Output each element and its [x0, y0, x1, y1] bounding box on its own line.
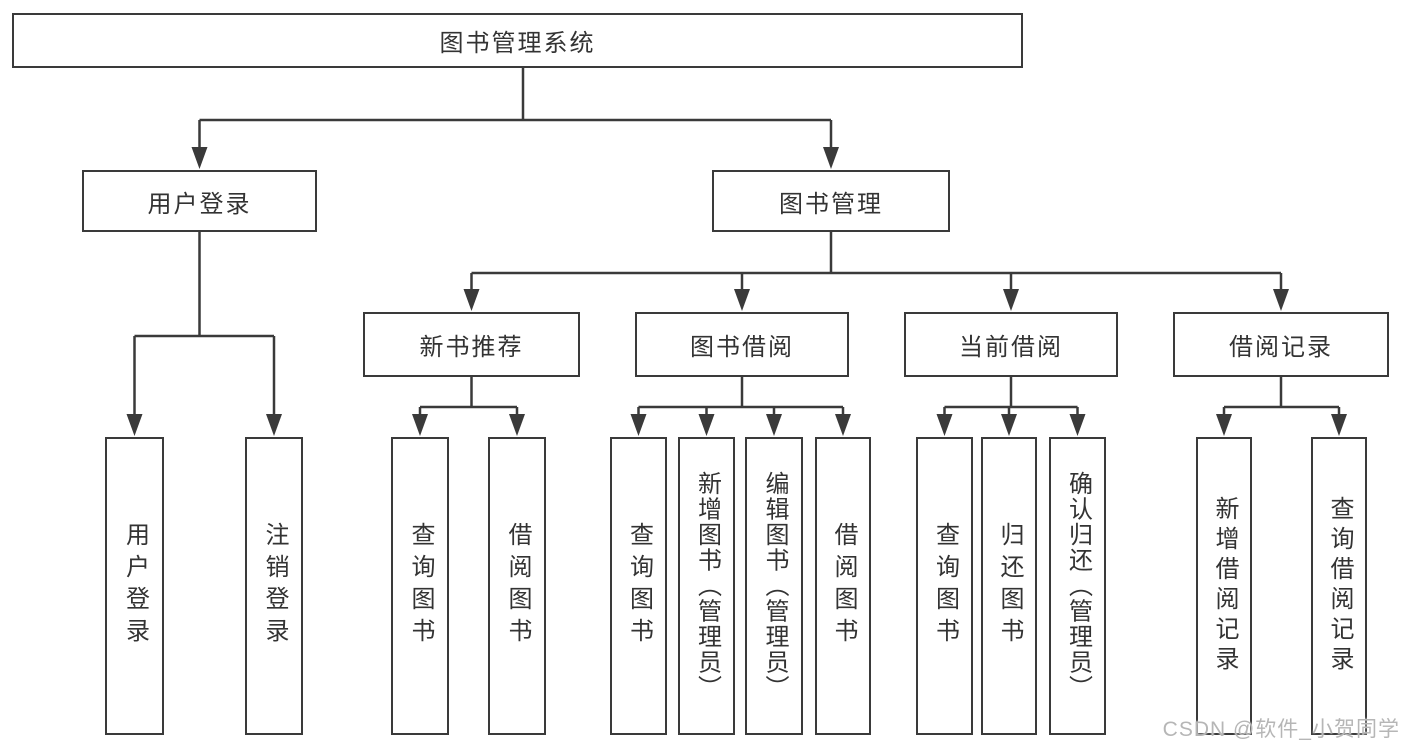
node-label: 归还图书 [996, 522, 1023, 650]
arrowhead-icon [266, 414, 282, 436]
connector-book-borrowing-split [637, 377, 845, 418]
node-library-management-system: 图书管理系统 [12, 13, 1023, 68]
connector-current-borrowing-split [943, 377, 1079, 418]
node-add-borrow-record: 新增借阅记录 [1196, 437, 1252, 735]
node-query-borrow-record: 查询借阅记录 [1311, 437, 1367, 735]
arrowhead-icon [463, 289, 480, 311]
arrowhead-icon [1331, 414, 1347, 436]
node-label: 用户登录 [147, 190, 252, 218]
arrowhead-icon [766, 414, 782, 436]
node-query-books-borrowing: 查询图书 [610, 437, 667, 735]
arrowhead-icon [126, 414, 143, 436]
connector-borrowing-records-split [1222, 377, 1341, 418]
node-label: 查询图书 [931, 522, 959, 650]
node-add-books-admin: 新增图书（管理员） [678, 437, 735, 735]
arrowhead-icon [823, 147, 839, 169]
node-label: 图书借阅 [690, 334, 794, 361]
node-label: 注销登录 [261, 522, 288, 650]
node-borrow-books-borrowing: 借阅图书 [815, 437, 871, 735]
connector-root-split [198, 68, 833, 150]
node-current-borrowing: 当前借阅 [904, 312, 1118, 377]
node-label: 用户登录 [121, 522, 149, 650]
node-label: 查询图书 [407, 522, 434, 650]
arrowhead-icon [1273, 289, 1289, 311]
node-label: 借阅图书 [830, 522, 857, 650]
node-book-management: 图书管理 [712, 170, 950, 232]
arrowhead-icon [630, 414, 647, 436]
node-label: 新书推荐 [419, 334, 524, 361]
arrowhead-icon [936, 414, 953, 436]
arrowhead-icon [412, 414, 428, 436]
node-label: 当前借阅 [959, 334, 1063, 361]
node-label: 图书管理系统 [439, 30, 596, 57]
node-label: 新增借阅记录 [1211, 496, 1238, 676]
arrowhead-icon [509, 414, 525, 436]
node-user-login: 用户登录 [82, 170, 317, 232]
arrowhead-icon [698, 414, 715, 436]
arrowhead-icon [1001, 414, 1017, 436]
arrowhead-icon [835, 414, 851, 436]
node-query-books-recommend: 查询图书 [391, 437, 449, 735]
node-label: 编辑图书（管理员） [761, 471, 788, 701]
node-return-books: 归还图书 [981, 437, 1037, 735]
node-borrowing-records: 借阅记录 [1173, 312, 1389, 377]
node-query-books-current: 查询图书 [916, 437, 973, 735]
connector-user-login-split [133, 232, 276, 418]
arrowhead-icon [734, 289, 750, 311]
node-logout: 注销登录 [245, 437, 303, 735]
node-label: 图书管理 [779, 190, 883, 218]
node-user-login-leaf: 用户登录 [105, 437, 164, 735]
connector-book-management-split [470, 232, 1283, 293]
node-label: 借阅记录 [1229, 334, 1333, 361]
node-new-book-recommendation: 新书推荐 [363, 312, 580, 377]
node-book-borrowing: 图书借阅 [635, 312, 849, 377]
arrowhead-icon [191, 147, 208, 169]
node-label: 查询借阅记录 [1326, 496, 1353, 676]
node-label: 借阅图书 [504, 522, 531, 650]
node-edit-books-admin: 编辑图书（管理员） [745, 437, 803, 735]
arrowhead-icon [1003, 289, 1019, 311]
node-borrow-books-recommend: 借阅图书 [488, 437, 546, 735]
connector-new-book-split [418, 377, 519, 418]
node-label: 查询图书 [625, 522, 653, 650]
node-label: 确认归还（管理员） [1064, 471, 1092, 701]
arrowhead-icon [1069, 414, 1086, 436]
node-label: 新增图书（管理员） [693, 471, 721, 701]
node-confirm-return-admin: 确认归还（管理员） [1049, 437, 1106, 735]
csdn-watermark: CSDN @软件_小贺同学 [1162, 718, 1400, 741]
arrowhead-icon [1216, 414, 1232, 436]
